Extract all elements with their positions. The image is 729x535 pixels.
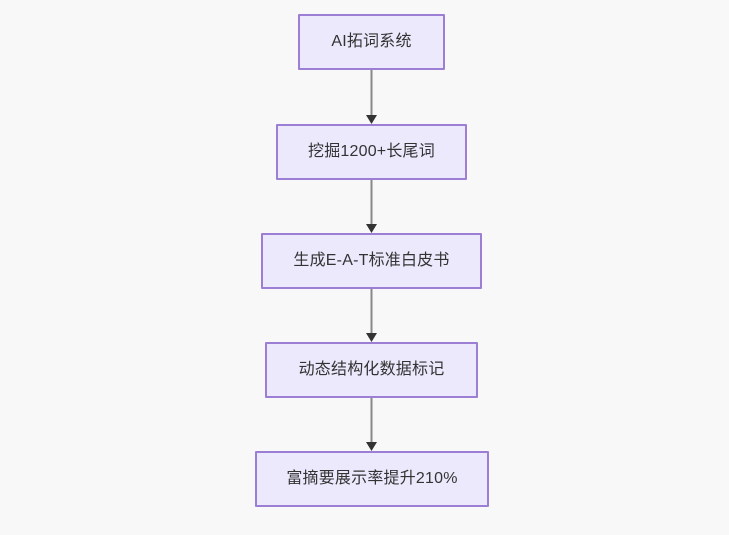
flow-edge-node1-to-node2	[364, 70, 379, 124]
flow-edge-node2-to-node3	[364, 180, 379, 233]
flow-node-label: 富摘要展示率提升210%	[286, 470, 458, 488]
flow-node-ai-keyword-expansion-system[interactable]: AI拓词系统	[298, 14, 445, 70]
flow-edge-node4-to-node5	[364, 398, 379, 451]
flow-node-dynamic-structured-data-markup[interactable]: 动态结构化数据标记	[265, 342, 478, 398]
flow-node-label: AI拓词系统	[331, 33, 412, 51]
flow-node-mine-long-tail-keywords[interactable]: 挖掘1200+长尾词	[276, 124, 467, 180]
flow-edge-node3-to-node4	[364, 289, 379, 342]
flow-node-label: 生成E-A-T标准白皮书	[293, 252, 450, 270]
flow-node-label: 动态结构化数据标记	[298, 361, 445, 379]
flow-node-rich-snippet-impression-lift[interactable]: 富摘要展示率提升210%	[255, 451, 489, 507]
flow-node-label: 挖掘1200+长尾词	[308, 143, 435, 161]
flow-node-generate-eat-whitepaper[interactable]: 生成E-A-T标准白皮书	[261, 233, 482, 289]
